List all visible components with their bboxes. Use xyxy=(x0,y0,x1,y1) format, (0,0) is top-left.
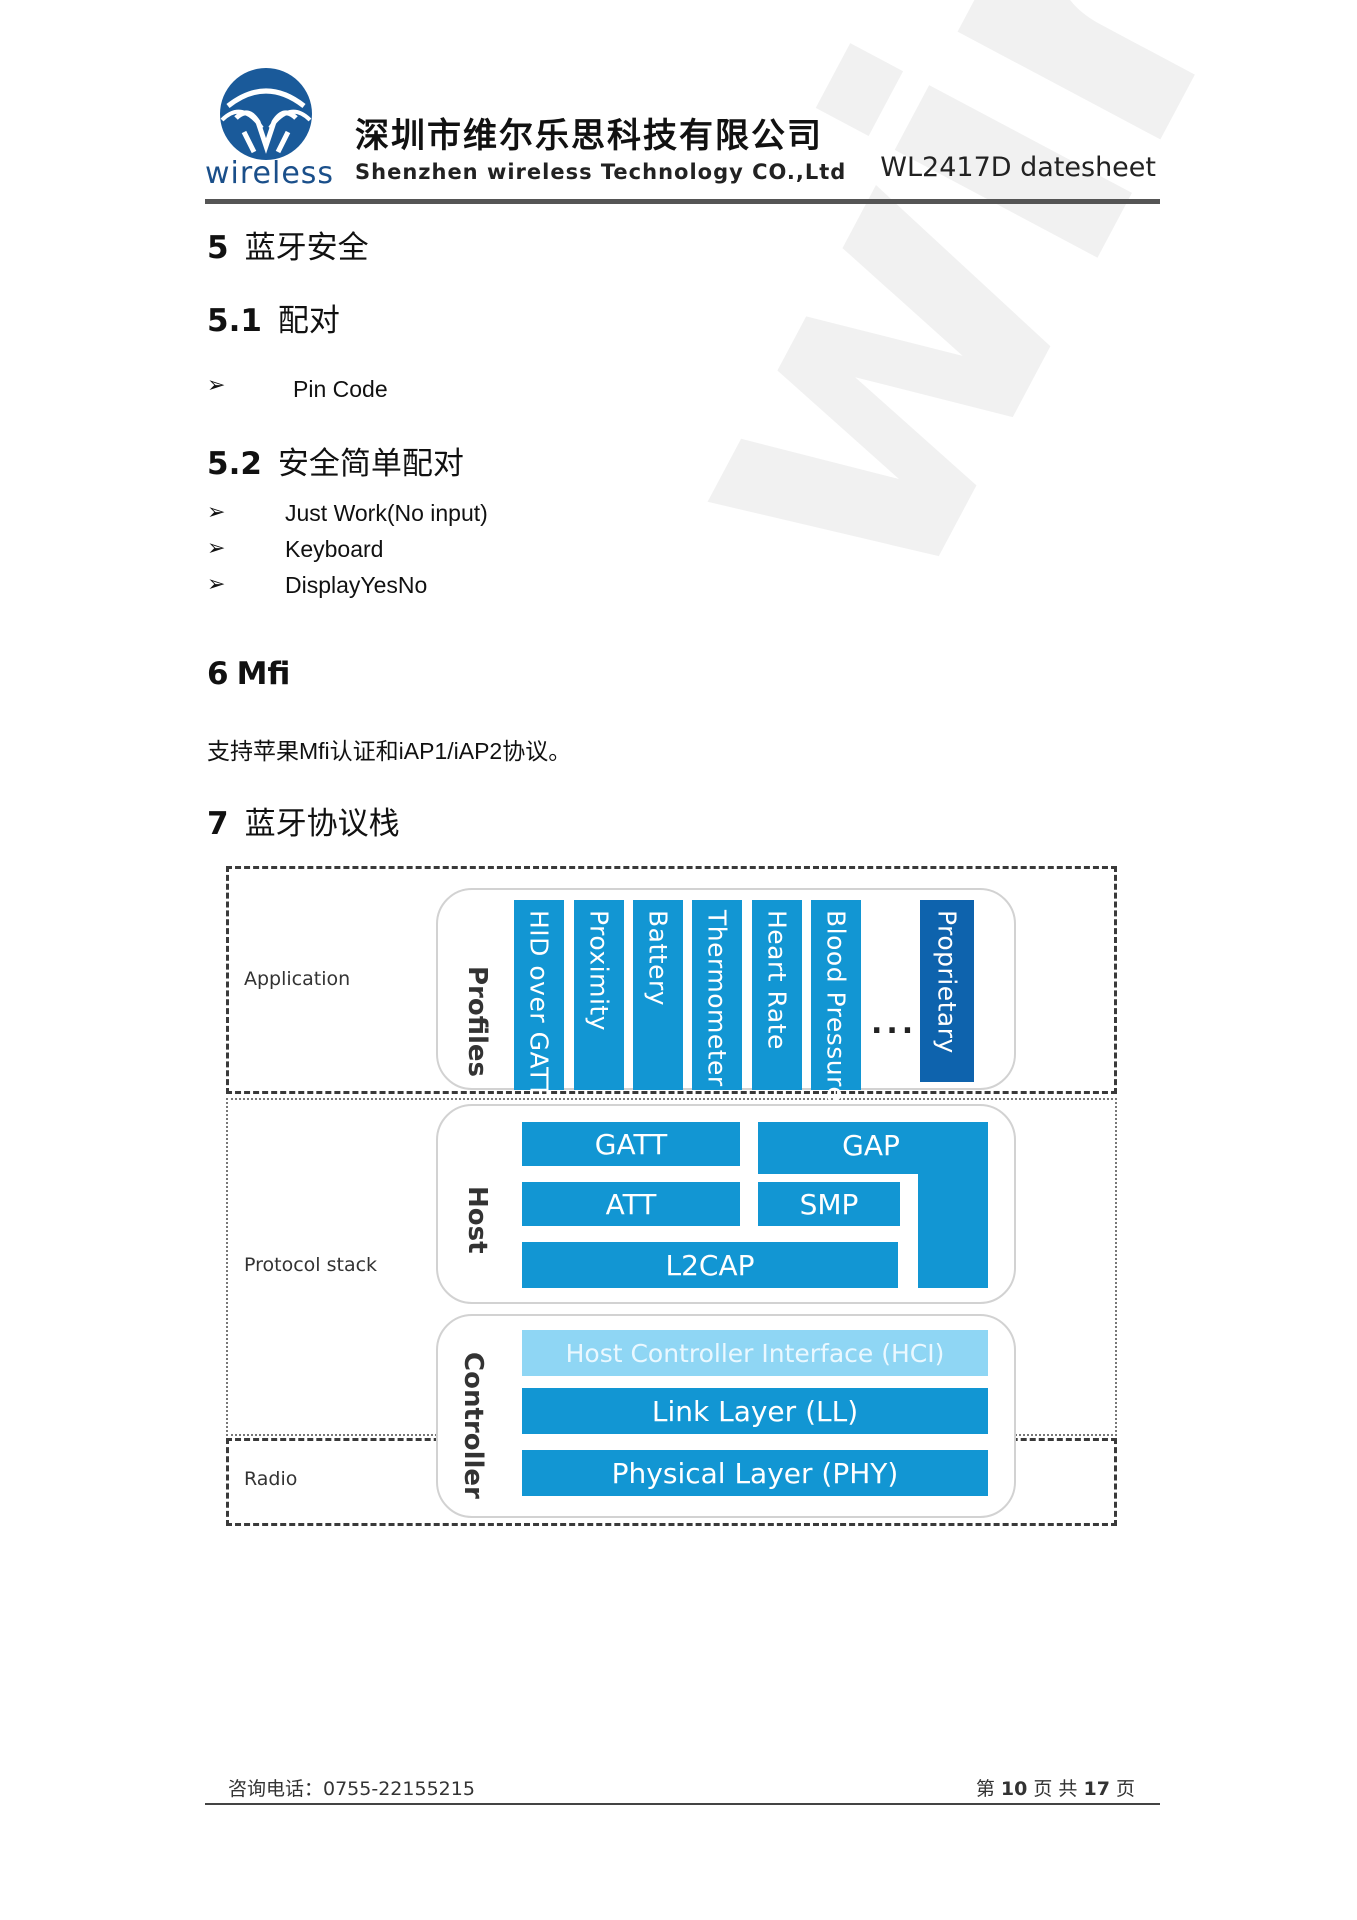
heading-number: 7 xyxy=(207,806,229,842)
block-link-layer: Link Layer (LL) xyxy=(522,1388,988,1434)
heading-title: 配对 xyxy=(277,303,340,339)
heading-number: 5 xyxy=(207,230,229,266)
group-label-profiles: Profiles xyxy=(462,966,492,1078)
company-name-cn: 深圳市维尔乐思科技有限公司 xyxy=(355,116,823,156)
gap-l-shape xyxy=(758,1122,988,1288)
heading-section-5-2: 5.2 安全简单配对 xyxy=(207,438,464,483)
bluetooth-stack-diagram: Application Protocol stack Radio Profile… xyxy=(226,866,1117,1526)
block-hci: Host Controller Interface (HCI) xyxy=(522,1330,988,1376)
page-suffix: 页 xyxy=(1115,1778,1135,1800)
block-physical-layer: Physical Layer (PHY) xyxy=(522,1450,988,1496)
heading-title: 安全简单配对 xyxy=(277,446,464,482)
bullet-arrow-icon: ➢ xyxy=(207,572,226,597)
document-name: WL2417D datesheet xyxy=(880,152,1156,183)
heading-title: Mfi xyxy=(236,656,291,692)
group-label-host: Host xyxy=(462,1186,492,1254)
logo-text: wireless xyxy=(205,156,335,191)
page-number: 10 xyxy=(1000,1778,1028,1800)
profile-proprietary: Proprietary xyxy=(920,900,974,1082)
heading-section-5: 5 蓝牙安全 xyxy=(207,222,369,267)
block-smp: SMP xyxy=(758,1182,900,1226)
profile-battery: Battery xyxy=(633,900,683,1090)
heading-section-7: 7 蓝牙协议栈 xyxy=(207,798,400,843)
profile-blood-pressure: Blood Pressure xyxy=(811,900,861,1102)
region-label-protocol-stack: Protocol stack xyxy=(244,1254,378,1276)
block-l2cap: L2CAP xyxy=(522,1242,898,1288)
list-item: Pin Code xyxy=(293,376,388,402)
profile-proximity: Proximity xyxy=(574,900,624,1090)
bullet-arrow-icon: ➢ xyxy=(207,373,226,398)
region-application xyxy=(226,866,1117,1094)
profile-thermometer: Thermometer xyxy=(692,900,742,1090)
block-gatt: GATT xyxy=(522,1122,740,1166)
profiles-ellipsis: ... xyxy=(871,1006,918,1041)
block-gap: GAP xyxy=(842,1128,900,1162)
profile-hid-over-gatt: HID over GATT xyxy=(514,900,564,1098)
region-label-application: Application xyxy=(244,968,351,990)
company-logo xyxy=(218,66,314,162)
heading-title: 蓝牙安全 xyxy=(244,230,369,266)
mfi-description: 支持苹果Mfi认证和iAP1/iAP2协议。 xyxy=(207,738,572,764)
profile-heart-rate: Heart Rate xyxy=(752,900,802,1090)
list-item: Keyboard xyxy=(285,536,384,562)
footer-page-info: 第 10 页 共 17 页 xyxy=(976,1774,1135,1801)
list-item: DisplayYesNo xyxy=(285,572,428,598)
footer-phone: 咨询电话：0755-22155215 xyxy=(228,1778,475,1800)
heading-number: 5.1 xyxy=(207,303,262,339)
bullet-arrow-icon: ➢ xyxy=(207,500,226,525)
header-rule xyxy=(205,199,1160,204)
company-name-en: Shenzhen wireless Technology CO.,Ltd xyxy=(355,160,847,184)
bullet-arrow-icon: ➢ xyxy=(207,536,226,561)
footer-rule xyxy=(205,1803,1160,1805)
block-att: ATT xyxy=(522,1182,740,1226)
heading-section-5-1: 5.1 配对 xyxy=(207,295,340,340)
page-total: 17 xyxy=(1083,1778,1110,1800)
group-label-controller: Controller xyxy=(458,1352,488,1499)
heading-number: 6 xyxy=(207,656,229,692)
block-gap-shape xyxy=(758,1122,988,1288)
logo-mark-icon xyxy=(220,68,312,160)
page-prefix: 第 xyxy=(975,1778,995,1800)
region-label-radio: Radio xyxy=(244,1468,298,1490)
list-item: Just Work(No input) xyxy=(285,500,488,526)
heading-title: 蓝牙协议栈 xyxy=(244,806,400,842)
page-mid: 页 共 xyxy=(1033,1778,1078,1800)
heading-number: 5.2 xyxy=(207,446,262,482)
